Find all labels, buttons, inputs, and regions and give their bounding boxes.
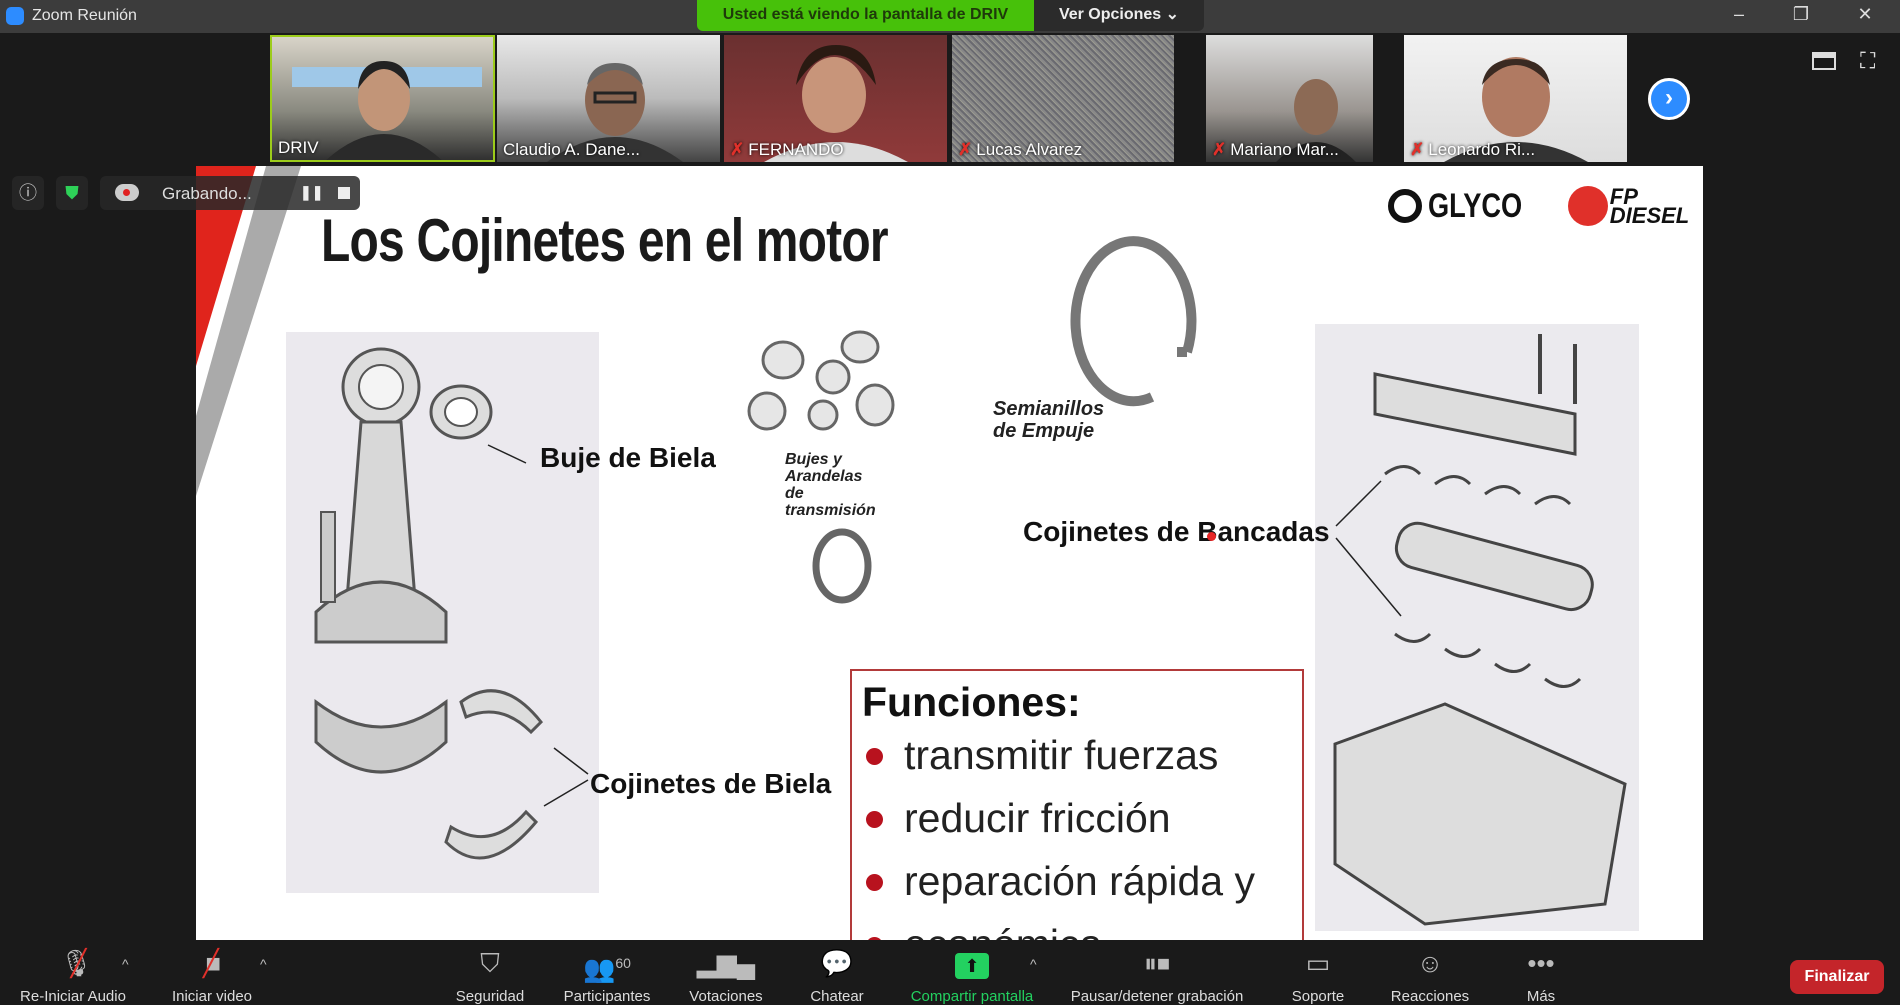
zoom-logo-icon: [6, 7, 24, 25]
share-screen-icon: ⬆: [897, 946, 1047, 980]
label-cojinetes-bancadas: Cojinetes de Bancadas: [1023, 516, 1330, 547]
video-feed: [547, 63, 683, 162]
recording-pill: Grabando... ❚❚: [100, 176, 360, 210]
participant-name: Claudio A. Dane...: [503, 140, 641, 159]
participant-tile[interactable]: ✗Mariano Mar...: [1206, 35, 1373, 162]
slide-title: Los Cojinetes en el motor: [321, 207, 889, 274]
mic-muted-icon: ✗: [1212, 140, 1227, 159]
funcion-item: transmitir fuerzas: [862, 732, 1292, 795]
video-feed: [764, 45, 908, 162]
stop-recording-button[interactable]: [338, 187, 350, 199]
participant-tile[interactable]: Claudio A. Dane...: [497, 35, 720, 162]
glyco-logo: GLYCO: [1388, 187, 1546, 226]
pausar-grabacion-button[interactable]: ⏸⏹Pausar/detener grabación: [1057, 946, 1257, 1005]
label-cojinetes-biela: Cojinetes de Biela: [590, 768, 832, 799]
view-options-button[interactable]: Ver Opciones ⌄: [1034, 0, 1204, 31]
slide-stripes-decoration: [196, 166, 301, 496]
pause-stop-icon: ⏸⏹: [1143, 948, 1170, 978]
washer-ring-illustration: [812, 528, 872, 604]
mas-button[interactable]: •••Más: [1466, 946, 1616, 1005]
participant-name: ✗FERNANDO: [730, 140, 844, 159]
meeting-toolbar: 🎙╱Re-Iniciar Audio ^ ■╱Iniciar video ^ ⛉…: [0, 940, 1900, 1005]
pause-recording-button[interactable]: ❚❚: [300, 184, 324, 200]
restore-button[interactable]: ❐: [1792, 4, 1810, 24]
compartir-pantalla-button[interactable]: ⬆Compartir pantalla: [897, 946, 1047, 1005]
funciones-box: Funciones: transmitir fuerzas reducir fr…: [850, 669, 1304, 940]
shield-icon: ⛉: [480, 948, 500, 978]
bushings-washers-illustration: [747, 330, 895, 431]
participant-tile[interactable]: DRIV: [270, 35, 495, 162]
minimize-button[interactable]: –: [1733, 4, 1744, 24]
cloud-record-icon: [115, 184, 139, 201]
callout-arrows: [487, 444, 1402, 807]
funcion-item: económica: [862, 921, 1292, 940]
recording-status: Grabando...: [162, 184, 252, 203]
pointer-dot: [1207, 532, 1216, 541]
mic-muted-icon: ✗: [958, 140, 973, 159]
funcion-item: reducir fricción: [862, 795, 1292, 858]
iniciar-video-button[interactable]: ■╱Iniciar video: [137, 946, 287, 1005]
video-feed: [292, 61, 482, 160]
thrust-washer-illustration: [1070, 236, 1197, 407]
connecting-rod-illustration: [286, 332, 599, 893]
mic-muted-icon: ✗: [1410, 140, 1425, 159]
support-icon: ▭: [1305, 948, 1331, 978]
mic-muted-icon: ✗: [730, 140, 745, 159]
participants-icon: 👥60: [583, 953, 631, 984]
participant-name: ✗Mariano Mar...: [1212, 140, 1339, 159]
chatear-button[interactable]: 💬Chatear: [762, 946, 912, 1005]
engine-block-illustration: [1315, 324, 1639, 931]
video-feed: [1276, 79, 1356, 162]
audio-options-caret[interactable]: ^: [122, 956, 129, 972]
video-off-icon: ■╱: [203, 948, 222, 978]
chat-icon: 💬: [820, 948, 854, 978]
finalizar-button[interactable]: Finalizar: [1790, 960, 1884, 994]
funciones-heading: Funciones:: [862, 679, 1081, 725]
funcion-item: reparación rápida y: [862, 858, 1292, 921]
participant-name: ✗Lucas Alvarez: [958, 140, 1083, 159]
more-icon: •••: [1527, 948, 1555, 978]
participant-tile[interactable]: ✗Leonardo Ri...: [1404, 35, 1627, 162]
next-participants-button[interactable]: ›: [1648, 78, 1690, 120]
participant-name: ✗Leonardo Ri...: [1410, 140, 1536, 159]
fullscreen-icon[interactable]: ⛶: [1860, 48, 1876, 73]
label-buje-biela: Buje de Biela: [540, 442, 716, 473]
participant-tile[interactable]: ✗FERNANDO: [724, 35, 947, 162]
title-bar: Zoom Reunión Usted está viendo la pantal…: [0, 0, 1900, 33]
view-layout-icon[interactable]: [1812, 52, 1836, 70]
reactions-icon: ☺: [1416, 948, 1444, 978]
participant-name: DRIV: [278, 138, 319, 157]
security-shield-icon[interactable]: ⛊: [56, 176, 88, 210]
video-options-caret[interactable]: ^: [260, 956, 267, 972]
mic-muted-icon: 🎙╱: [59, 948, 93, 978]
video-feed: [1444, 57, 1588, 162]
reiniciar-audio-button[interactable]: 🎙╱Re-Iniciar Audio: [0, 946, 148, 1005]
participant-tile[interactable]: ✗Lucas Alvarez: [952, 35, 1174, 162]
sharing-banner: Usted está viendo la pantalla de DRIV: [697, 0, 1034, 31]
close-button[interactable]: ✕: [1857, 4, 1873, 24]
poll-icon: ▂▆▄: [696, 948, 756, 978]
share-options-caret[interactable]: ^: [1030, 956, 1037, 972]
info-icon[interactable]: ⓘ: [12, 176, 44, 210]
window-title: Zoom Reunión: [32, 7, 137, 24]
